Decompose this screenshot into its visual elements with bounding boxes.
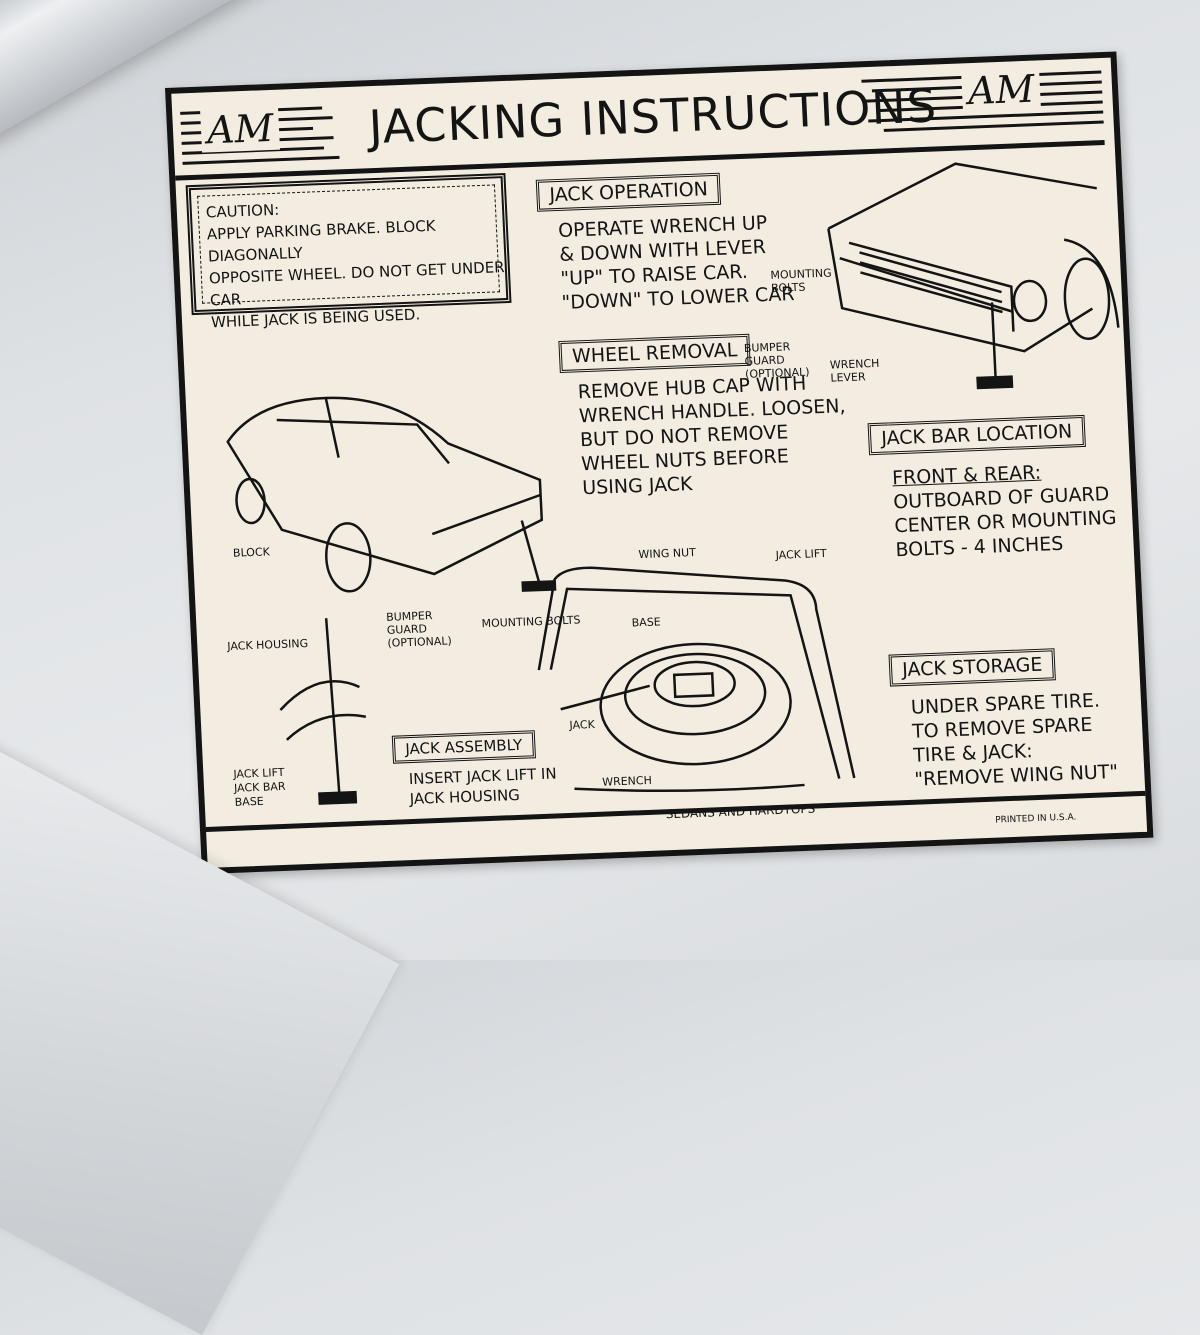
photo-scene: AM AM JACKING INSTRUCTIONS CAUTION: APPL…: [0, 0, 1154, 1335]
jack-bar-location-text: FRONT & REAR: OUTBOARD OF GUARD CENTER O…: [892, 458, 1119, 562]
callout-base-left: BASE: [234, 794, 265, 809]
callout-jack-lift-trunk: JACK LIFT: [775, 546, 827, 562]
rear-car-drawing: [226, 396, 557, 593]
callout-jack-lift-left: JACK LIFT: [233, 765, 285, 781]
callout-jack-bar: JACK BAR: [233, 779, 286, 795]
jack-storage-text: UNDER SPARE TIRE. TO REMOVE SPARE TIRE &…: [910, 688, 1119, 792]
am-logo-left: AM: [200, 105, 281, 153]
wheel-removal-text: REMOVE HUB CAP WITH WRENCH HANDLE. LOOSE…: [577, 370, 849, 500]
callout-wrench-lever: WRENCH LEVER: [829, 356, 880, 385]
callout-block: BLOCK: [232, 545, 271, 560]
jack-operation-label: JACK OPERATION: [535, 172, 722, 212]
spare-tire-drawing: [537, 566, 856, 793]
printed-in-usa: PRINTED IN U.S.A.: [995, 812, 1077, 826]
callout-jack: JACK: [569, 717, 596, 732]
callout-base-trunk: BASE: [631, 615, 662, 630]
jack-operation-text: OPERATE WRENCH UP & DOWN WITH LEVER "UP"…: [558, 210, 795, 315]
caution-text: CAUTION: APPLY PARKING BRAKE. BLOCK DIAG…: [205, 190, 507, 333]
callout-mounting-bolts-front: MOUNTING BOLTS: [770, 266, 832, 295]
am-logo-right: AM: [961, 66, 1042, 114]
jack-assembly-drawing: [279, 618, 367, 805]
jacking-instructions-decal: AM AM JACKING INSTRUCTIONS CAUTION: APPL…: [165, 51, 1154, 875]
jack-assembly-label: JACK ASSEMBLY: [391, 730, 536, 764]
callout-wing-nut: WING NUT: [638, 545, 697, 562]
callout-bumper-guard-front: BUMPER GUARD (OPTIONAL): [743, 340, 810, 381]
jack-storage-label: JACK STORAGE: [888, 648, 1057, 687]
front-car-drawing: [827, 162, 1120, 390]
jack-bar-location-label: JACK BAR LOCATION: [867, 414, 1086, 456]
caution-box: CAUTION: APPLY PARKING BRAKE. BLOCK DIAG…: [185, 172, 512, 331]
wheel-removal-label: WHEEL REMOVAL: [558, 333, 752, 374]
callout-bumper-guard-rear: BUMPER GUARD (OPTIONAL): [385, 609, 453, 650]
callout-wrench: WRENCH: [601, 773, 653, 789]
